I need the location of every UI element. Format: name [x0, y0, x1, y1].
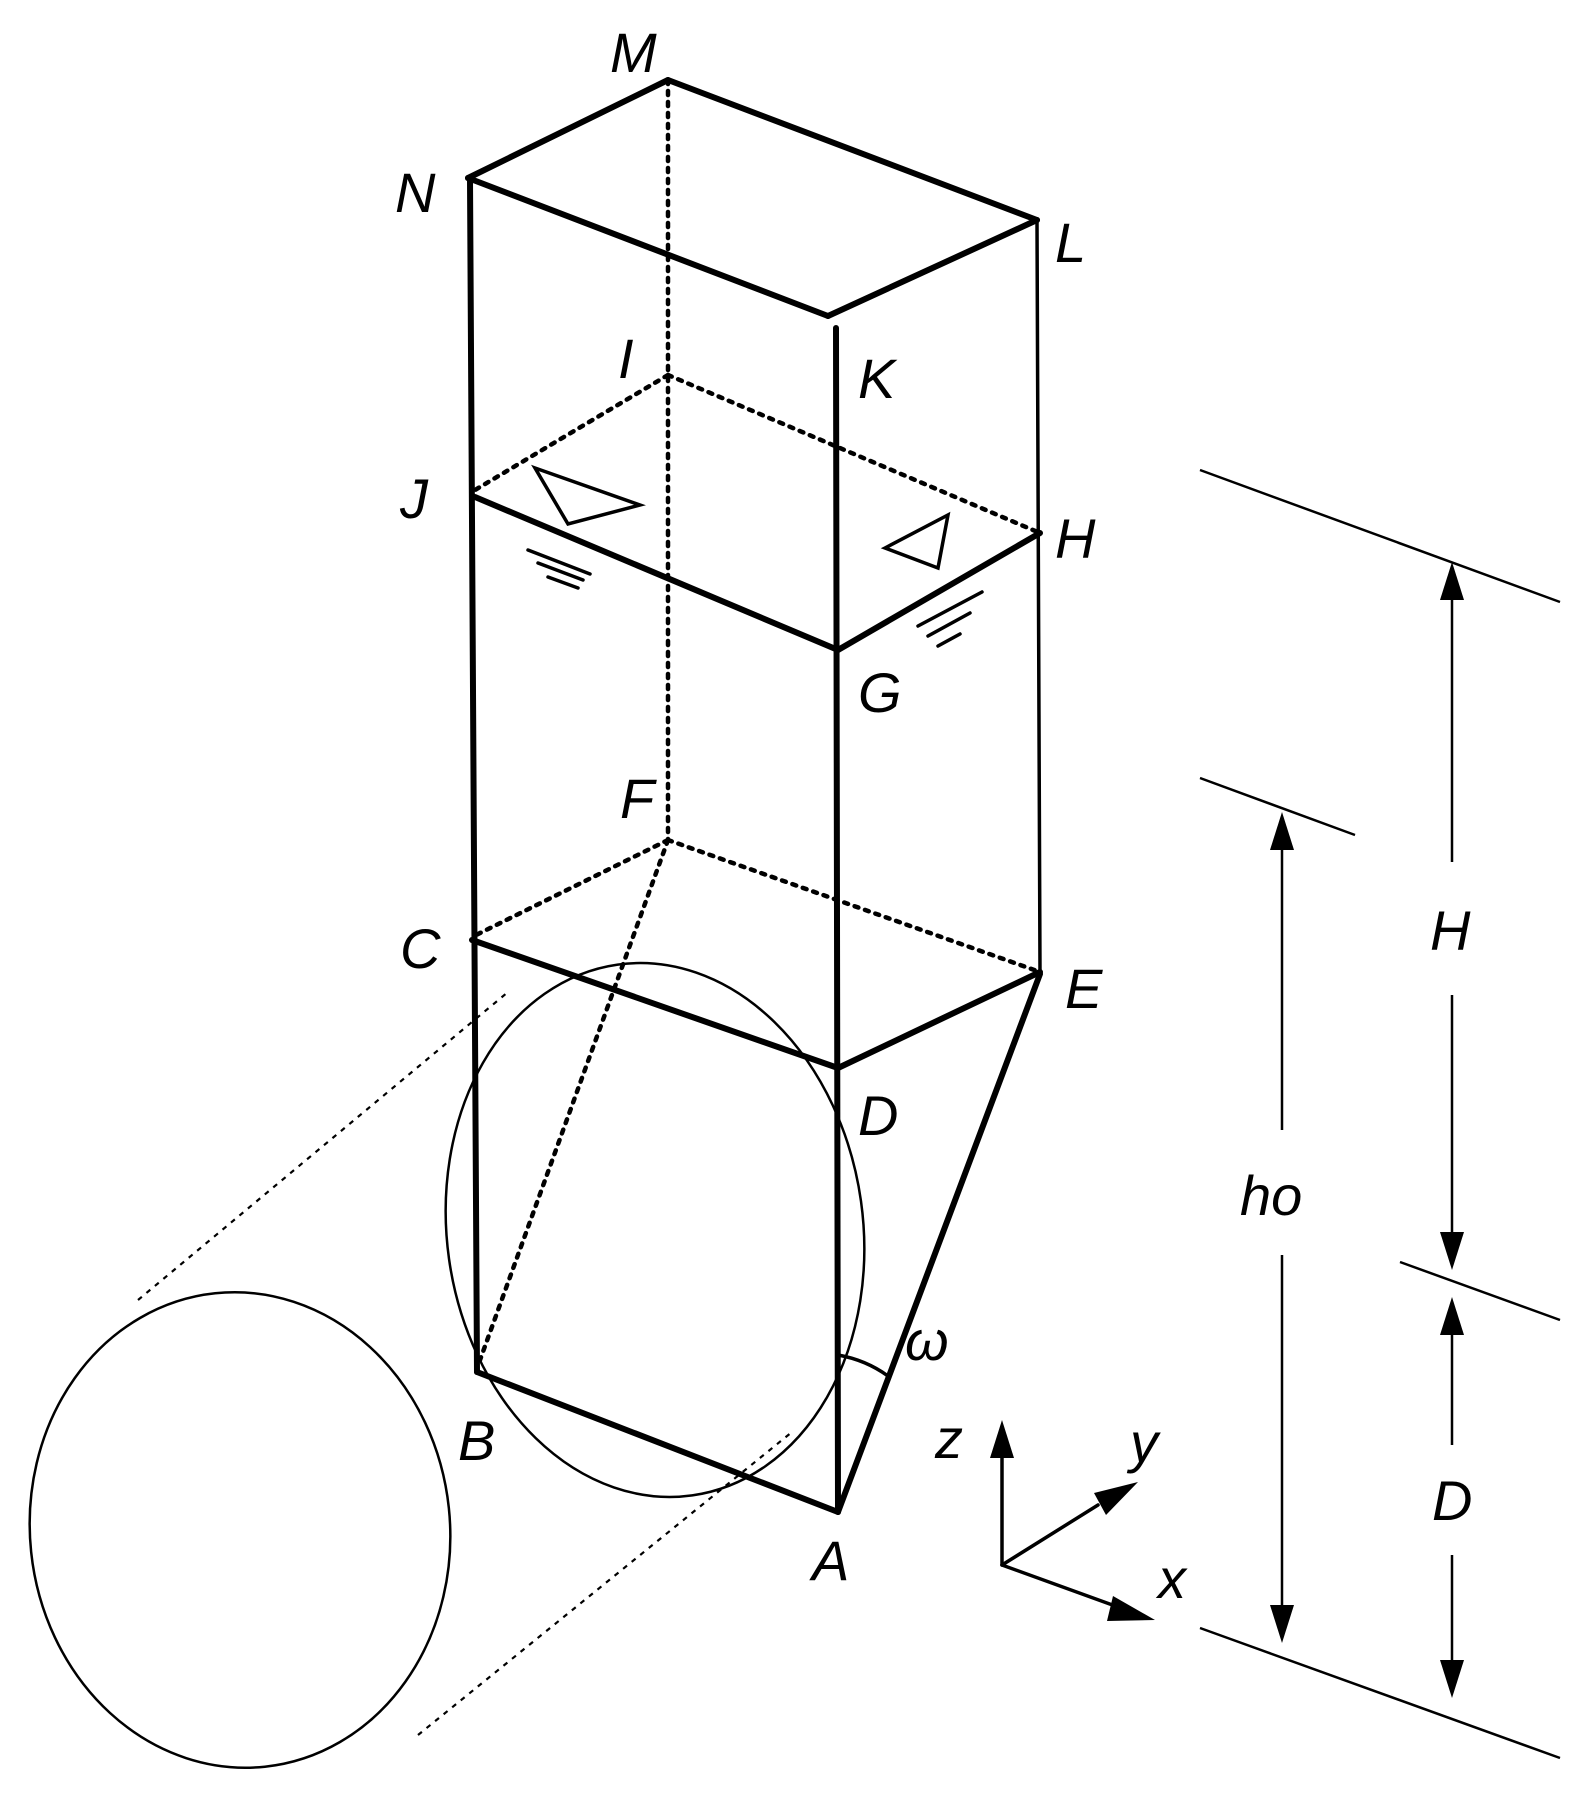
- edge-I-J: [472, 372, 671, 493]
- pipe-outline: [28, 961, 866, 1769]
- edge-N-M: [465, 77, 671, 181]
- label-H: H: [1055, 507, 1096, 570]
- dim-label-H: H: [1430, 899, 1471, 962]
- label-K: K: [858, 347, 898, 410]
- label-I: I: [618, 327, 634, 390]
- label-B: B: [458, 1409, 495, 1472]
- axis-label-y: y: [1126, 1411, 1161, 1474]
- point-labels: M N L I K J H G F C E D B A ω: [395, 21, 1103, 1592]
- label-E: E: [1065, 957, 1103, 1020]
- label-D: D: [858, 1084, 898, 1147]
- edge-L-E: [1035, 220, 1042, 974]
- omega-arc: [836, 1353, 890, 1378]
- axis-label-z: z: [934, 1407, 963, 1470]
- label-F: F: [620, 767, 657, 830]
- water-triangle-icon: [531, 464, 646, 527]
- axis-label-x: x: [1155, 1547, 1188, 1610]
- ref-line-bottom: [1199, 1626, 1561, 1760]
- water-tick-2: [926, 611, 972, 638]
- edge-G-H: [835, 530, 1043, 653]
- edge-I-H: [665, 372, 1043, 536]
- dim-label-ho: ho: [1240, 1164, 1302, 1227]
- edge-C-D: [469, 937, 841, 1071]
- edge-N-K: [465, 175, 831, 319]
- edge-N-B: [467, 177, 480, 1375]
- y-axis-line: [1000, 1503, 1100, 1567]
- x-axis-line: [1000, 1563, 1120, 1609]
- pipe-section-ellipse: [444, 961, 866, 1499]
- label-N: N: [395, 161, 436, 224]
- edge-F-C: [469, 837, 671, 940]
- dim-D-arrow-bottom-icon: [1440, 1660, 1464, 1698]
- dim-ho-arrow-bottom-icon: [1270, 1605, 1294, 1643]
- dimension-lines: [1199, 468, 1561, 1760]
- water-tick-1: [526, 548, 592, 576]
- x-arrow-icon: [1107, 1596, 1155, 1621]
- edge-M-L: [665, 77, 1040, 223]
- dim-label-D: D: [1432, 1469, 1472, 1532]
- z-arrow-icon: [990, 1420, 1014, 1458]
- dim-D-arrow-top-icon: [1440, 1297, 1464, 1335]
- hidden-edges: [469, 77, 1043, 1363]
- coordinate-axes: [990, 1420, 1155, 1621]
- dim-ho-arrow-top-icon: [1270, 812, 1294, 850]
- water-tick-3: [936, 632, 962, 648]
- water-tick-1: [916, 590, 984, 628]
- dim-H-arrow-top-icon: [1440, 562, 1464, 600]
- label-A: A: [809, 1529, 849, 1592]
- label-G: G: [858, 661, 902, 724]
- label-C: C: [400, 917, 441, 980]
- edge-F-E: [665, 837, 1043, 975]
- dimension-labels: H ho D: [1240, 899, 1472, 1532]
- pipe-edge-upper: [137, 991, 509, 1301]
- y-arrow-icon: [1094, 1482, 1138, 1515]
- water-tick-3: [546, 575, 580, 590]
- water-triangle-icon: [880, 511, 951, 571]
- edge-B-A: [474, 1369, 841, 1515]
- edge-F-B: [477, 837, 671, 1363]
- label-L: L: [1055, 211, 1086, 274]
- dim-H-arrow-bottom-icon: [1440, 1232, 1464, 1270]
- edge-K-A: [833, 325, 841, 1515]
- ref-line-top: [1199, 468, 1561, 604]
- label-M: M: [610, 21, 657, 84]
- water-surface-symbol-left: [526, 464, 646, 590]
- ref-line-middle: [1199, 776, 1356, 837]
- label-omega: ω: [905, 1309, 949, 1372]
- box-edges: [465, 77, 1043, 1515]
- pipe-end-ellipse: [28, 1291, 452, 1769]
- label-J: J: [399, 467, 429, 530]
- axis-labels: z y x: [934, 1407, 1188, 1610]
- water-surface-symbol-right: [880, 511, 984, 648]
- edge-J-G: [472, 494, 841, 653]
- ref-line-lower: [1399, 1260, 1561, 1322]
- edge-K-L: [825, 217, 1040, 319]
- edge-D-E: [835, 969, 1043, 1071]
- pipe-edge-lower: [417, 1431, 793, 1736]
- edge-A-E: [835, 971, 1043, 1515]
- water-tick-2: [536, 561, 585, 582]
